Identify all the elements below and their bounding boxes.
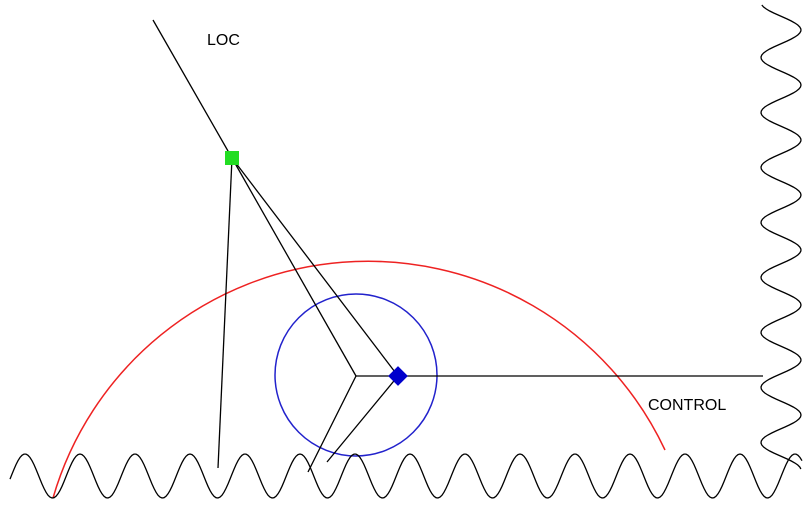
- center-down-right-line: [326, 375, 399, 463]
- loc-marker[interactable]: [225, 151, 239, 165]
- loc-to-control-line: [231, 157, 399, 377]
- loc-to-center-line: [231, 157, 357, 377]
- loc-down-line: [217, 157, 233, 469]
- loc-label: LOC: [207, 32, 240, 49]
- control-marker[interactable]: [388, 366, 408, 386]
- red-arc: [52, 260, 666, 499]
- bottom-wavy-border: [9, 453, 803, 499]
- loc-ray: [152, 19, 233, 159]
- center-down-left-line: [307, 375, 357, 473]
- control-label: CONTROL: [648, 397, 726, 414]
- blue-circle: [274, 293, 438, 457]
- right-wavy-border: [760, 4, 802, 470]
